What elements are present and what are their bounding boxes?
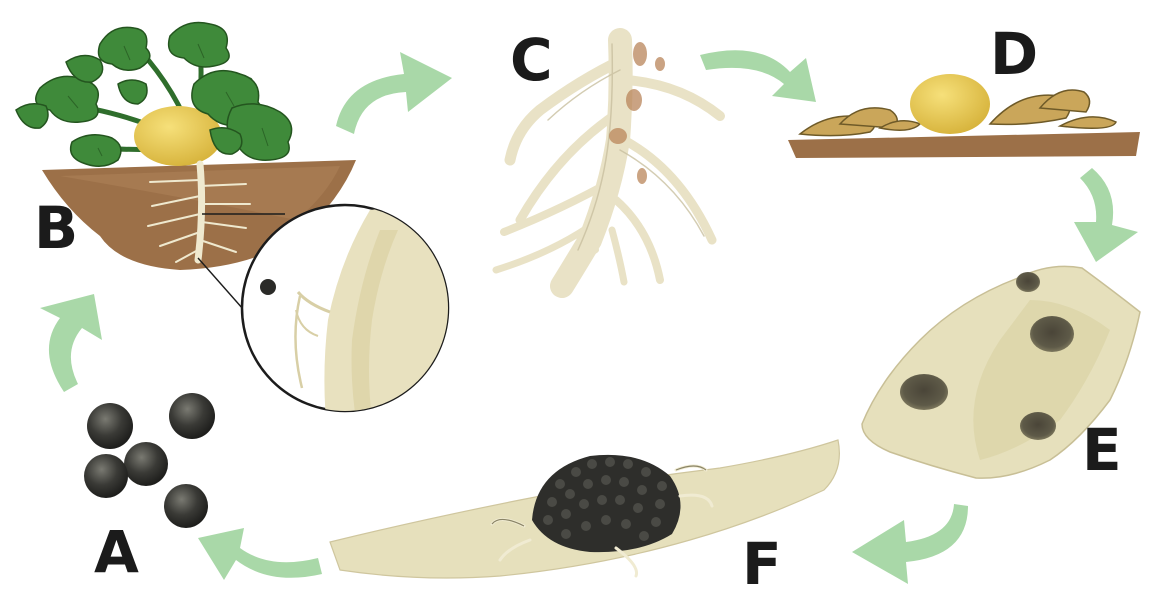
arrow-b-to-c <box>336 52 452 134</box>
stage-a-resting-spores <box>84 393 215 528</box>
stage-label-c: C <box>510 26 553 94</box>
arrow-a-to-b <box>40 294 102 392</box>
zoospore <box>260 279 276 295</box>
magnified-root-view <box>242 200 460 420</box>
arrow-c-to-d <box>700 50 816 102</box>
arrow-e-to-f <box>852 504 968 584</box>
stage-label-f: F <box>742 530 782 592</box>
arrow-d-to-e <box>1074 168 1138 262</box>
stage-label-d: D <box>990 20 1038 88</box>
stage-label-b: B <box>34 194 78 262</box>
stage-d-decaying-plant: D <box>788 20 1140 158</box>
stage-label-a: A <box>94 518 139 586</box>
sporangial-mass <box>532 455 681 552</box>
tuber <box>910 74 990 134</box>
resting-spore <box>87 403 133 449</box>
resting-spore <box>84 454 128 498</box>
resting-spore <box>164 484 208 528</box>
arrow-f-to-a <box>198 528 322 580</box>
stage-e-root-tissue: E <box>862 266 1140 484</box>
stage-f-sporangial-mass: F <box>330 440 839 592</box>
stage-c-infected-root: C <box>496 26 720 286</box>
resting-spore <box>124 442 168 486</box>
stage-label-e: E <box>1082 416 1122 484</box>
resting-spore <box>169 393 215 439</box>
